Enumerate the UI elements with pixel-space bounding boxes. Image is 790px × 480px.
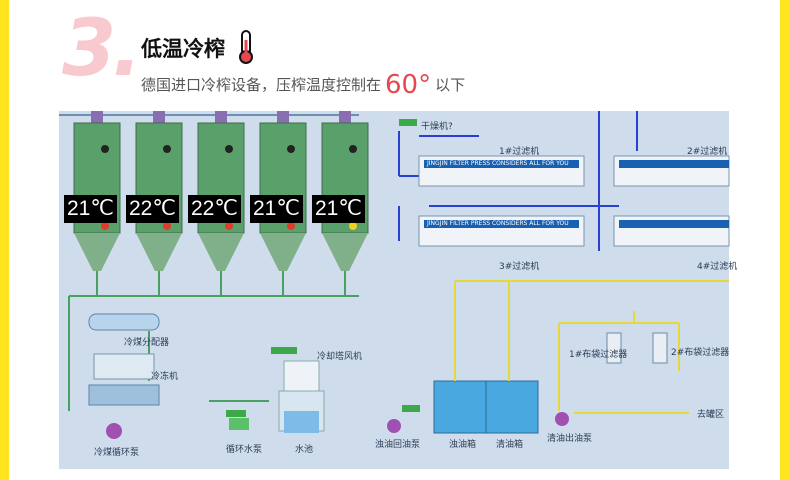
subtitle-prefix: 德国进口冷榨设备，压榨温度控制在: [141, 76, 382, 94]
label-turbid-oil-tank: 浊油箱: [449, 440, 477, 450]
tank-temp-4: 21℃: [250, 195, 303, 223]
process-diagram: [59, 111, 730, 469]
tank-temp-1: 21℃: [64, 195, 117, 223]
subtitle-temperature: 60°: [385, 70, 432, 100]
label-cooling-tower: 冷却塔风机: [317, 352, 363, 362]
label-filter-1: 1#过滤机: [499, 147, 540, 157]
label-filter-4: 4#过滤机: [697, 262, 738, 272]
label-chiller: 冷冻机: [151, 372, 179, 382]
label-to-tank-area: 去罐区: [697, 410, 725, 420]
left-border-bar: [0, 0, 9, 480]
distributor-shape: [88, 313, 160, 331]
tank-temp-2: 22℃: [126, 195, 179, 223]
label-bag-filter-2: 2#布袋过滤器: [671, 348, 730, 358]
tank-temp-3: 22℃: [188, 195, 241, 223]
press-banner-1: JINGJIN FILTER PRESS CONSIDERS ALL FOR Y…: [427, 160, 569, 167]
clear-oil-tank-shape: [485, 380, 539, 434]
section-title: 低温冷榨: [141, 37, 225, 61]
label-cool-circ-pump: 冷煤循环泵: [94, 448, 140, 458]
label-filter-3: 3#过滤机: [499, 262, 540, 272]
label-circ-pump: 循环水泵: [226, 445, 263, 455]
section-number: 3.: [62, 4, 142, 94]
label-clear-oil-out-pump: 清油出油泵: [547, 434, 593, 444]
turbid-oil-tank-shape: [433, 380, 487, 434]
label-water-pool: 水池: [295, 445, 314, 455]
label-clear-oil-tank: 清油箱: [496, 440, 524, 450]
press-banner-2: JINGJIN FILTER PRESS CONSIDERS ALL FOR Y…: [427, 220, 569, 227]
label-distributor: 冷煤分配器: [124, 338, 170, 348]
thermometer-icon: [239, 30, 253, 64]
label-oil-return-pump: 浊油回油泵: [375, 440, 421, 450]
tank-temp-5: 21℃: [312, 195, 365, 223]
subtitle-suffix: 以下: [435, 76, 466, 94]
label-dryer: 干燥机?: [421, 122, 453, 132]
control-screen-photo: 冷煤分配器 冷冻机 冷煤循环泵 冷却塔风机 循环水泵 水池 浊油回油泵 浊油箱 …: [59, 111, 737, 469]
right-border-bar: [780, 0, 790, 480]
filter-presses: [418, 155, 730, 247]
label-filter-2: 2#过滤机: [687, 147, 728, 157]
label-bag-filter: 1#布袋过滤器: [569, 350, 628, 360]
